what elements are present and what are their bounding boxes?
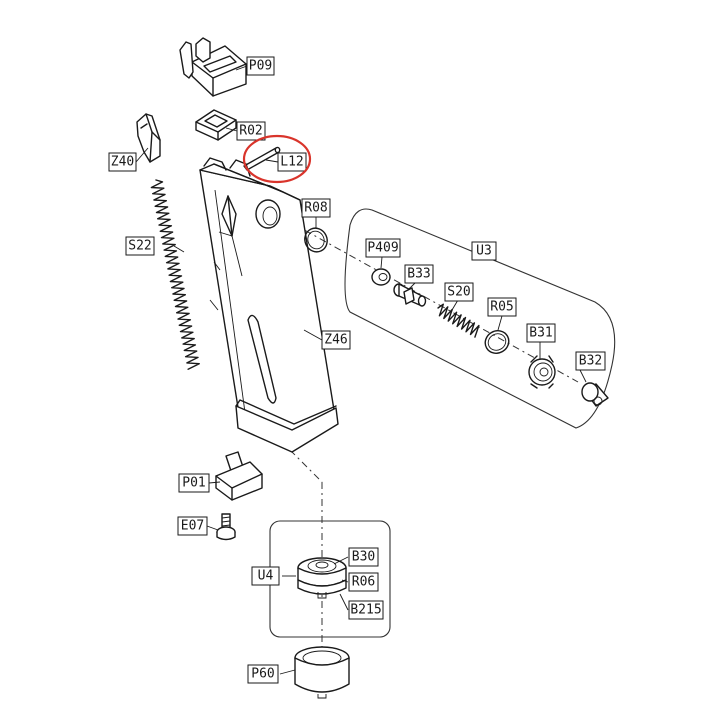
label-p09: P09 xyxy=(246,56,275,76)
part-e07-drawing xyxy=(216,513,236,541)
label-p01: P01 xyxy=(178,473,210,493)
svg-text:R05: R05 xyxy=(490,300,513,315)
part-l12-drawing xyxy=(243,146,281,171)
svg-text:P01: P01 xyxy=(182,476,205,491)
part-z40-drawing xyxy=(136,113,161,163)
svg-text:B31: B31 xyxy=(529,326,552,341)
svg-text:E07: E07 xyxy=(181,519,204,534)
part-p60-drawing xyxy=(294,646,350,699)
svg-text:S22: S22 xyxy=(128,239,151,254)
svg-text:B32: B32 xyxy=(579,354,602,369)
label-r02: R02 xyxy=(236,121,266,141)
part-r02-drawing xyxy=(195,109,237,141)
svg-text:R08: R08 xyxy=(304,201,327,216)
label-b31: B31 xyxy=(526,323,556,343)
svg-text:B33: B33 xyxy=(407,267,430,282)
label-p60: P60 xyxy=(247,664,279,684)
part-r08-drawing xyxy=(304,227,328,253)
label-u3: U3 xyxy=(471,241,497,261)
assembly-axis-valve xyxy=(289,221,579,383)
label-s20: S20 xyxy=(444,282,474,302)
part-p09-drawing xyxy=(179,37,247,97)
label-z40: Z40 xyxy=(108,152,137,172)
part-s22-drawing xyxy=(150,179,200,370)
part-r05-drawing xyxy=(484,330,510,354)
part-b32-drawing xyxy=(581,382,609,407)
svg-text:U3: U3 xyxy=(476,244,492,259)
label-p409: P409 xyxy=(365,238,401,258)
svg-text:R02: R02 xyxy=(239,124,262,139)
svg-text:S20: S20 xyxy=(447,285,470,300)
label-b215: B215 xyxy=(348,600,384,620)
label-e07: E07 xyxy=(177,516,208,536)
svg-text:P409: P409 xyxy=(367,241,398,256)
svg-text:U4: U4 xyxy=(258,569,274,584)
svg-text:B215: B215 xyxy=(350,603,381,618)
part-s20-drawing xyxy=(437,303,480,338)
label-s22: S22 xyxy=(125,236,155,256)
svg-text:Z46: Z46 xyxy=(324,333,347,348)
part-z46-drawing xyxy=(199,157,339,453)
label-z46: Z46 xyxy=(321,330,351,350)
label-b33: B33 xyxy=(404,264,434,284)
svg-text:B30: B30 xyxy=(352,550,375,565)
part-b33-drawing xyxy=(393,283,427,307)
l12-highlight-circle xyxy=(242,134,312,184)
label-l12: L12 xyxy=(277,152,307,172)
part-p01-drawing xyxy=(215,451,263,501)
svg-text:Z40: Z40 xyxy=(111,155,134,170)
label-r08: R08 xyxy=(301,198,331,218)
label-b32: B32 xyxy=(575,351,606,371)
label-r05: R05 xyxy=(487,297,517,317)
label-b30: B30 xyxy=(348,547,379,567)
svg-text:P09: P09 xyxy=(249,59,272,74)
part-b215-drawing xyxy=(297,579,347,599)
svg-text:L12: L12 xyxy=(280,155,303,170)
part-p409-drawing xyxy=(371,268,391,286)
part-b31-drawing xyxy=(528,355,556,389)
assembly-axis-base xyxy=(289,449,323,483)
u3-group-frame xyxy=(344,208,616,429)
label-r06: R06 xyxy=(348,572,379,592)
svg-text:R06: R06 xyxy=(352,575,375,590)
label-u4: U4 xyxy=(251,566,280,586)
svg-text:P60: P60 xyxy=(251,667,274,682)
